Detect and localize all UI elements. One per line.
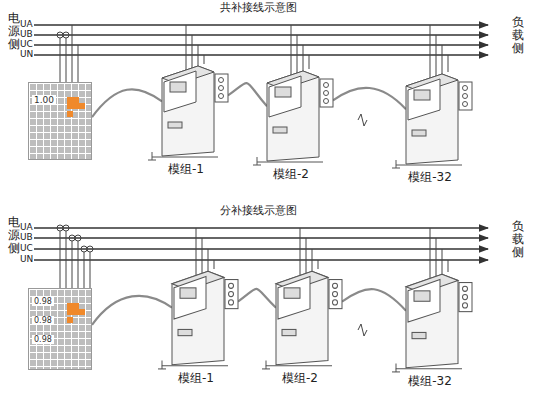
capacitor-module <box>140 60 232 162</box>
module-label: 模组-1 <box>140 161 232 178</box>
signal-cable <box>92 296 172 325</box>
capacitor-module <box>245 65 337 167</box>
module-label: 模组-2 <box>254 370 346 387</box>
indicator-block <box>79 103 85 109</box>
side-label: 电源侧 <box>8 12 20 52</box>
indicator-block <box>79 309 85 315</box>
capacitor-module <box>384 268 476 374</box>
signal-cable <box>92 89 162 117</box>
side-label: 负载侧 <box>512 16 524 56</box>
capacitor-module: 模组-32 <box>384 268 476 390</box>
module-label: 模组-32 <box>384 169 476 186</box>
display-reading: 1.00 <box>32 95 56 105</box>
capacitor-module: 模组-1 <box>140 60 232 178</box>
capacitor-module <box>384 68 476 170</box>
indicator-block <box>67 111 73 117</box>
signal-cable <box>342 289 406 311</box>
capacitor-module <box>150 265 242 371</box>
bus-label: UC <box>20 39 33 49</box>
bus-label: UA <box>20 19 33 29</box>
bus-label: UN <box>20 254 33 264</box>
diagram-title: 分补接线示意图 <box>220 206 297 216</box>
capacitor-module: 模组-2 <box>254 265 346 387</box>
controller: 1.00 <box>28 82 92 160</box>
bus-label: UC <box>20 243 33 253</box>
display-reading: 0.98 <box>32 297 54 306</box>
bus-label: UA <box>20 222 33 232</box>
capacitor-module: 模组-1 <box>150 265 242 387</box>
bus-label: UB <box>20 29 33 39</box>
module-label: 模组-2 <box>245 166 337 183</box>
module-label: 模组-1 <box>150 370 242 387</box>
bus-label: UB <box>20 232 33 242</box>
signal-cable <box>333 88 406 109</box>
display-reading: 0.98 <box>32 316 54 325</box>
module-label: 模组-32 <box>384 373 476 390</box>
indicator-block <box>67 317 73 323</box>
side-label: 负载侧 <box>512 220 524 260</box>
side-label: 电源侧 <box>8 216 20 256</box>
capacitor-module <box>254 265 346 371</box>
display-reading: 0.98 <box>32 335 54 344</box>
bus-label: UN <box>20 49 33 59</box>
controller: 0.98 0.98 0.98 <box>28 288 92 370</box>
signal-cable <box>228 83 267 106</box>
capacitor-module: 模组-32 <box>384 68 476 186</box>
signal-cable <box>238 289 276 308</box>
diagram-title: 共补接线示意图 <box>220 3 297 13</box>
capacitor-module: 模组-2 <box>245 65 337 183</box>
